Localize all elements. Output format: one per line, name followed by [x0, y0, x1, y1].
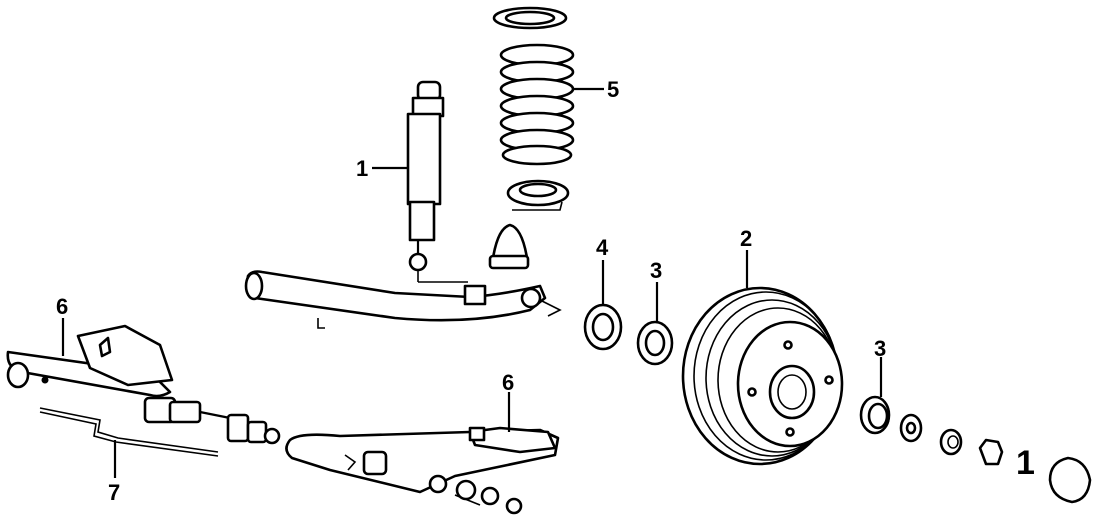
upper-trailing-arm [244, 270, 562, 329]
outer-bearing [859, 395, 891, 435]
callout-hub-cap: 1 [1016, 444, 1035, 482]
tie-rod [143, 396, 281, 445]
callout-inner-bearing: 4 [596, 235, 609, 260]
inner-bearing [583, 303, 623, 351]
inner-seal [636, 320, 674, 366]
callout-control-arm-right: 6 [502, 370, 514, 395]
callout-outer-bearing: 3 [874, 336, 886, 361]
control-arm-right [285, 426, 560, 515]
hub-cap [1048, 456, 1092, 504]
callout-stabilizer-bar: 7 [108, 480, 120, 505]
callout-coil-spring: 5 [607, 77, 619, 102]
coil-spring [492, 6, 575, 211]
washer [899, 413, 923, 443]
stabilizer-bar [39, 407, 219, 457]
callout-shock-absorber: 1 [356, 156, 368, 181]
leader-lines [61, 87, 883, 478]
nut [939, 428, 963, 456]
bump-stop [488, 223, 530, 270]
shock-absorber [406, 80, 445, 272]
callout-brake-drum: 2 [740, 226, 752, 251]
callout-control-arm-left: 6 [56, 294, 68, 319]
control-arm-left [6, 324, 174, 398]
brake-drum [681, 286, 844, 466]
nut-retainer [978, 438, 1004, 466]
callout-inner-seal: 3 [650, 258, 662, 283]
